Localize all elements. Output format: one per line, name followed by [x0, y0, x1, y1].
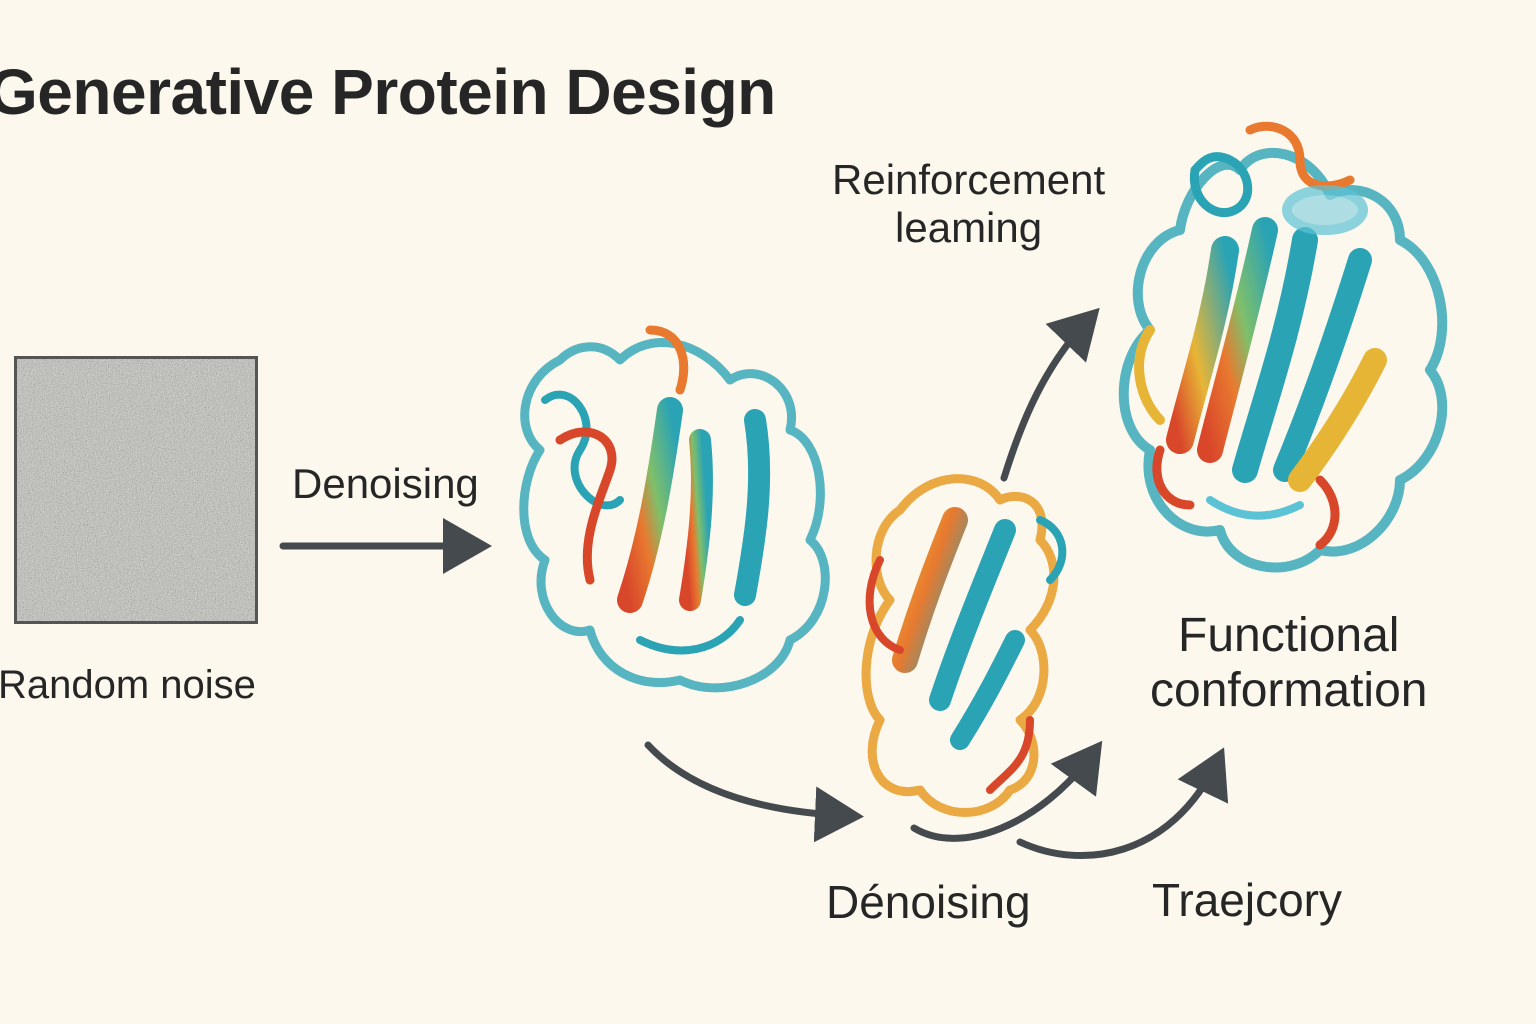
arrow-icon [910, 740, 1103, 842]
reinforcement-label-line-1: Reinforcement [832, 156, 1106, 203]
page-title: Generative Protein Design [0, 56, 776, 128]
functional-conformation-label: Functional conformation [1150, 608, 1427, 718]
functional-label-line-2: conformation [1150, 664, 1428, 718]
arrow-icon [1000, 307, 1100, 482]
random-noise-label: Random noise [0, 663, 256, 707]
protein-fold-icon [519, 325, 830, 693]
protein-fold-icon [861, 474, 1067, 817]
noise-square-icon [14, 356, 258, 624]
denoising-label-1: Denoising [292, 460, 479, 507]
functional-label-line-1: Functional [1178, 609, 1400, 662]
denoising-label-2: Dénoising [826, 876, 1031, 928]
reinforcement-label-line-2: leaming [895, 204, 1043, 252]
protein-fold-icon [1118, 121, 1448, 573]
reinforcement-learning-label: Reinforcement leaming [832, 156, 1105, 253]
arrow-icon [644, 741, 864, 843]
arrow-icon [1016, 747, 1229, 860]
trajectory-label: Traejcory [1152, 874, 1342, 926]
